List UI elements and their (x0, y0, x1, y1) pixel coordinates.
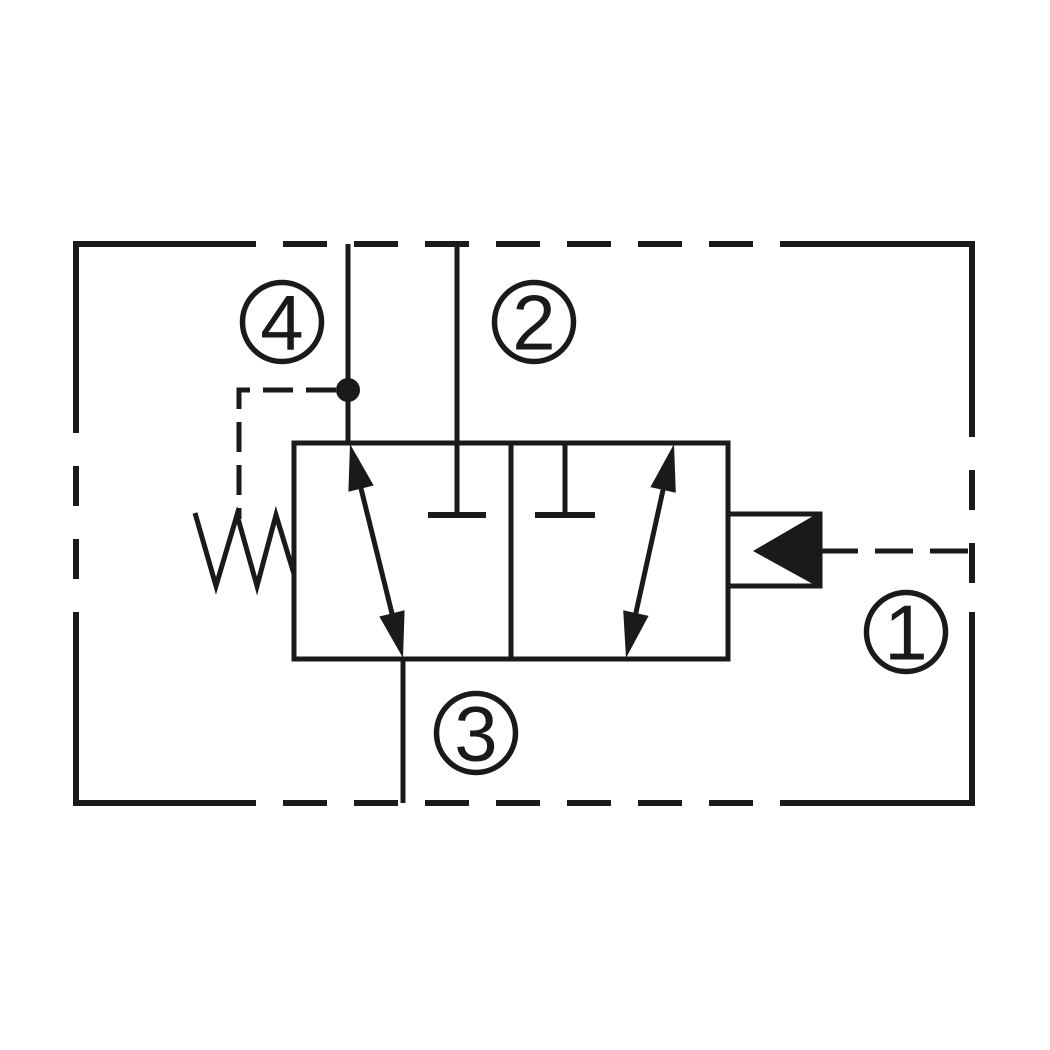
port-label-3: 3 (433, 689, 519, 777)
port-3-circle (433, 690, 519, 776)
port-1-circle (863, 589, 949, 675)
port-2-number: 2 (512, 278, 555, 366)
spring-icon (192, 505, 297, 596)
port-4-circle (239, 279, 325, 365)
envelope-corner-bottom-right (792, 612, 975, 806)
port-3-number: 3 (454, 689, 497, 777)
port-label-4: 4 (239, 278, 325, 366)
flow-arrow-left-head-top (348, 444, 374, 492)
port-label-1: 1 (863, 588, 949, 676)
envelope-corner-bottom-left (73, 612, 256, 806)
flow-arrow-left-position (348, 444, 405, 658)
port-4-number: 4 (260, 278, 303, 366)
envelope-corner-top-left (73, 241, 256, 433)
blocked-ports (428, 443, 595, 518)
pilot-junction-dot (336, 378, 360, 402)
port-1-number: 1 (884, 588, 927, 676)
pilot-actuator (725, 511, 823, 589)
flow-arrow-right-shaft (632, 485, 667, 618)
flow-arrow-left-head-bottom (379, 610, 405, 658)
port-2-circle (491, 279, 577, 365)
pilot-pressure-triangle-icon (753, 512, 820, 588)
flow-arrow-right-head-bottom (623, 610, 649, 658)
flow-arrow-right-head-top (650, 444, 676, 493)
port-lines (236, 244, 972, 803)
port-label-2: 2 (491, 278, 577, 366)
envelope-corner-top-right (792, 241, 975, 437)
pilot-sense-line-dashed (236, 387, 336, 519)
envelope-border (73, 241, 975, 806)
flow-arrow-right-position (623, 444, 676, 658)
flow-arrow-left-shaft (357, 484, 396, 618)
